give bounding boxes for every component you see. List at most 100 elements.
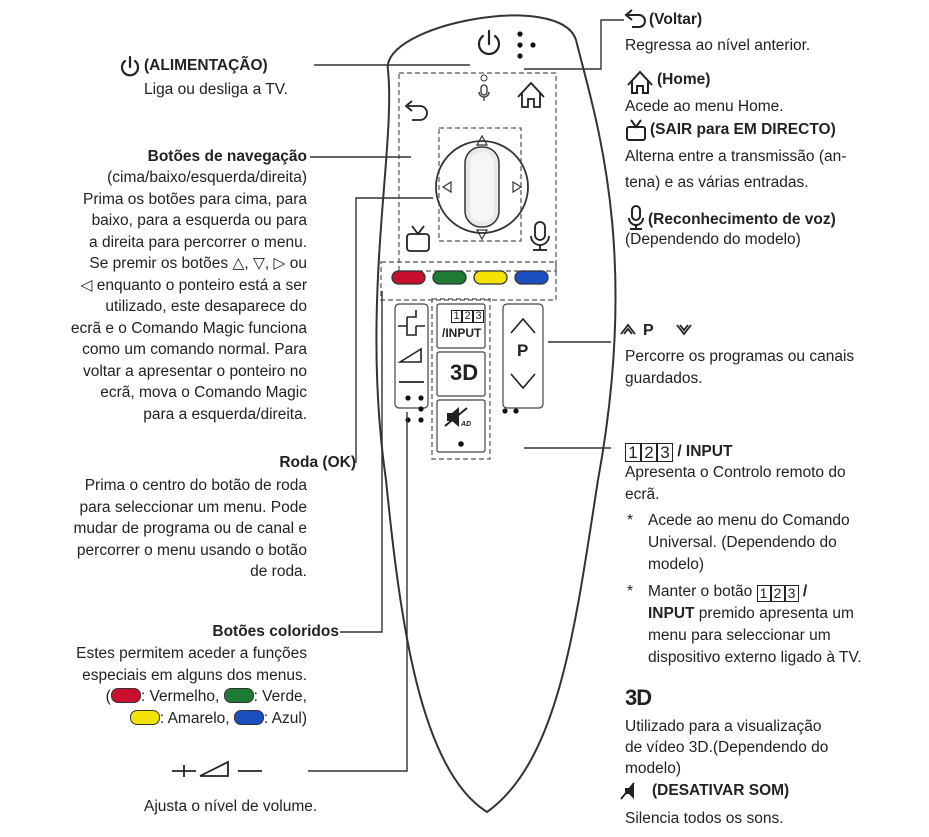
colored-line: especiais em alguns dos menus.: [82, 666, 307, 684]
blue-pill-icon: [233, 709, 264, 725]
navigation-line: voltar a apresentar o ponteiro no: [82, 362, 307, 380]
voice-title: (Reconhecimento de voz): [648, 211, 836, 228]
remote-dot-bottom: [458, 441, 464, 447]
remote-mute-icon: [447, 407, 459, 427]
remote-vol-plus-icon: [398, 310, 425, 336]
remote-program-up-icon: [510, 317, 536, 334]
remote-live-tv-icon: [406, 225, 430, 252]
green-pill-icon: [223, 688, 254, 703]
remote-braille-dots-right: [502, 408, 519, 414]
colored-line: Estes permitem aceder a funções: [76, 645, 307, 662]
navigation-line: baixo, para a esquerda ou para: [91, 212, 307, 229]
remote-nav-ring: [435, 140, 529, 234]
remote-mute-button: [436, 399, 486, 453]
remote-program-rocker: [502, 303, 544, 409]
right-triangle-icon: ▷: [273, 255, 286, 272]
wheel-line: Prima o centro do botão de roda: [84, 477, 307, 494]
up-triangle-icon: △: [232, 255, 245, 272]
yellow-pill-icon: [129, 709, 160, 725]
program-desc: guardados.: [625, 370, 703, 387]
power-icon: [120, 55, 140, 77]
navigation-line: ◁ enquanto o ponteiro está a ser: [80, 276, 308, 294]
back-icon: [624, 9, 646, 28]
input-line: Apresenta o Controlo remoto do: [625, 464, 846, 481]
voice-desc: (Dependendo do modelo): [625, 231, 801, 248]
navigation-title: Botões de navegação: [147, 148, 307, 165]
threed-label: 3D: [625, 685, 652, 710]
nav-dashed-group: [438, 127, 522, 242]
remote-nav-right: [512, 180, 523, 194]
input-note2-line-4: dispositivo externo ligado à TV.: [648, 649, 862, 666]
remote-mic-small-icon: [478, 84, 490, 101]
program-desc: Percorre os programas ou canais: [625, 348, 855, 365]
home-title: (Home): [657, 71, 711, 88]
input-note1-bullet: *: [627, 512, 634, 529]
remote-red-button: [391, 270, 426, 285]
remote-body: [375, 14, 617, 814]
live-tv-icon: [626, 119, 646, 141]
navigation-line: como um comando normal. Para: [82, 341, 307, 358]
remote-vol-triangle-icon: [397, 347, 422, 363]
home-desc: Acede ao menu Home.: [625, 98, 784, 115]
program-p-label: P: [643, 322, 654, 339]
input-note2-bullet: *: [627, 583, 634, 600]
colored-legend-line-2: : Amarelo, : Azul): [129, 708, 307, 730]
live-title: (SAIR para EM DIRECTO): [650, 121, 836, 138]
input-note2-line-2: INPUT premido apresenta um: [648, 605, 854, 622]
back-title: (Voltar): [649, 11, 703, 28]
remote-green-button: [432, 270, 467, 285]
mute-desc: Silencia todos os sons.: [625, 810, 784, 827]
volume-desc: Ajusta o nível de volume.: [144, 798, 318, 815]
input-note1-line: modelo): [648, 556, 704, 573]
color-dashed-group: [380, 261, 557, 301]
input-note1-line: Universal. (Dependendo do: [648, 534, 837, 551]
remote-program-down-icon: [510, 373, 536, 390]
navigation-line: para a esquerda/direita.: [143, 405, 307, 423]
home-icon: [627, 70, 653, 94]
threed-line: de vídeo 3D.(Dependendo do: [625, 739, 829, 756]
input-note1-line: Acede ao menu do Comando: [648, 512, 850, 529]
wheel-line: percorrer o menu usando o botão: [76, 541, 307, 559]
remote-input-label: /INPUT: [442, 326, 482, 340]
remote-p-label: P: [517, 341, 529, 360]
input-line: ecrã.: [625, 486, 660, 503]
navigation-line: a direita para percorrer o menu.: [89, 233, 307, 251]
program-updown-icon: [620, 323, 692, 336]
wheel-title: Roda (OK): [279, 454, 356, 471]
remote-home-icon: [517, 81, 545, 108]
remote-nav-down: [475, 229, 489, 241]
live-line: Alterna entre a transmissão (an-: [625, 148, 847, 165]
colored-legend-line-1: (: Vermelho, : Verde,: [105, 688, 307, 705]
leader-lines: [308, 19, 624, 772]
remote-yellow-button: [473, 270, 508, 285]
remote-blue-button: [514, 270, 549, 285]
input-note2-line-3: menu para seleccionar um: [648, 627, 831, 644]
remote-power-icon: [477, 29, 501, 56]
wheel-line: para seleccionar um menu. Pode: [79, 498, 307, 516]
remote-3d-button: [436, 351, 486, 397]
colored-title: Botões coloridos: [212, 623, 339, 640]
remote-braille-dots-top: [517, 31, 536, 59]
navigation-line: (cima/baixo/esquerda/direita): [107, 169, 307, 186]
down-triangle-icon: ▽: [252, 255, 265, 272]
power-desc: Liga ou desliga a TV.: [144, 81, 288, 98]
navigation-line: Prima os botões para cima, para: [83, 190, 307, 208]
voice-icon: [628, 205, 644, 230]
remote-ad-label: AD: [461, 421, 472, 428]
remote-back-icon: [404, 100, 428, 121]
wheel-line: mudar de programa ou de canal e: [73, 520, 307, 537]
remote-nav-up: [475, 134, 489, 146]
remote-nav-left: [441, 180, 452, 194]
volume-legend-icon: [172, 760, 262, 777]
remote-3d-label: 3D: [450, 360, 479, 385]
navigation-line: ecrã e o Comando Magic funciona: [70, 319, 307, 337]
navigation-line: utilizado, este desaparece do: [105, 298, 307, 315]
back-desc: Regressa ao nível anterior.: [625, 37, 811, 54]
remote-volume-rocker: [394, 303, 429, 409]
remote-mic-icon: [530, 221, 550, 251]
